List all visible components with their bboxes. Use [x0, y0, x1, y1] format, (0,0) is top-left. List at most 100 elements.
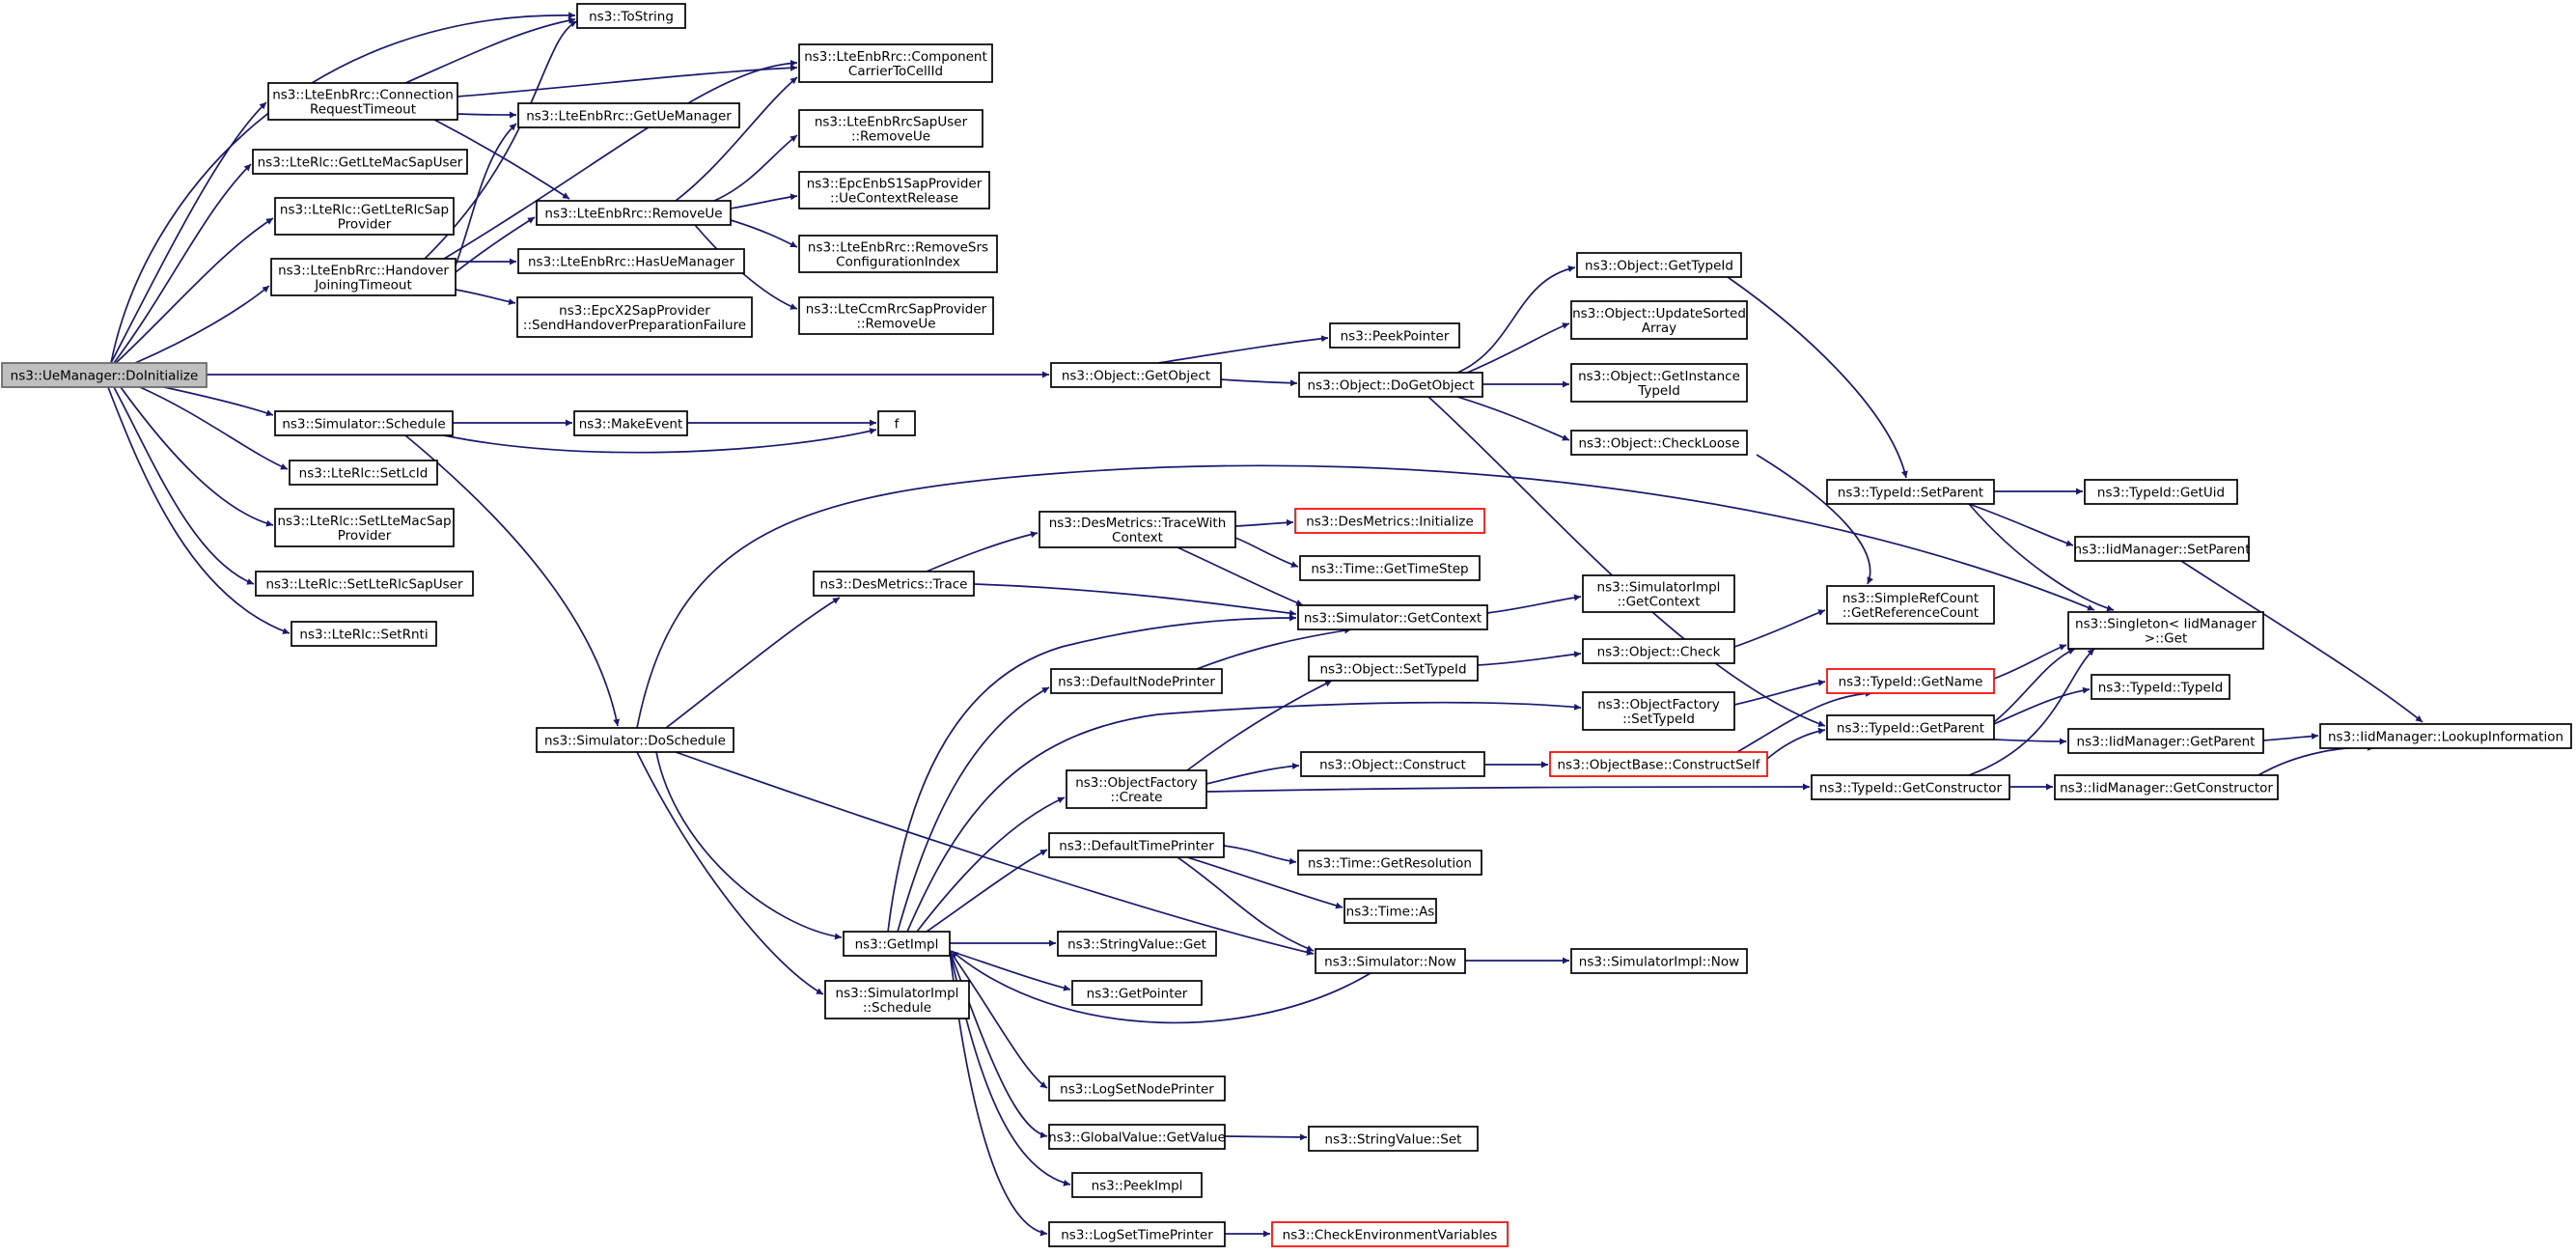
graph-node[interactable]: ns3::IidManager::LookupInformation	[2319, 723, 2572, 749]
node-box[interactable]	[267, 82, 458, 121]
node-box[interactable]	[877, 410, 916, 436]
graph-node[interactable]: ns3::LogSetTimePrinter	[1048, 1221, 1226, 1247]
graph-node[interactable]: ns3::ObjectFactory::SetTypeId	[1582, 691, 1735, 731]
node-box[interactable]	[252, 149, 468, 175]
graph-node[interactable]: ns3::TypeId::SetParent	[1826, 479, 1995, 505]
graph-node[interactable]: ns3::Simulator::Now	[1315, 948, 1466, 974]
node-box[interactable]	[813, 571, 975, 597]
node-box[interactable]	[1048, 1221, 1226, 1247]
graph-node[interactable]: ns3::Simulator::DoSchedule	[536, 727, 734, 753]
node-box[interactable]	[1297, 850, 1482, 876]
graph-node[interactable]: ns3::StringValue::Get	[1057, 931, 1217, 957]
node-box[interactable]	[2054, 774, 2279, 800]
node-box[interactable]	[1570, 300, 1748, 340]
node-box[interactable]	[517, 248, 745, 274]
node-box[interactable]	[1811, 774, 2010, 800]
node-box[interactable]	[274, 197, 455, 236]
node-box[interactable]	[1050, 362, 1222, 388]
node-box[interactable]	[255, 571, 474, 597]
graph-node[interactable]: ns3::UeManager::DoInitialize	[1, 362, 208, 388]
graph-node[interactable]: ns3::MakeEvent	[573, 410, 688, 436]
node-box[interactable]	[1066, 769, 1207, 809]
node-box[interactable]	[2091, 674, 2230, 700]
graph-node[interactable]: ns3::StringValue::Set	[1308, 1126, 1479, 1152]
graph-node[interactable]: ns3::TypeId::GetParent	[1826, 714, 1995, 740]
node-box[interactable]	[2067, 611, 2264, 650]
node-box[interactable]	[1826, 668, 1995, 694]
node-box[interactable]	[536, 200, 732, 226]
node-box[interactable]	[289, 460, 438, 486]
node-box[interactable]	[1048, 1075, 1226, 1102]
node-box[interactable]	[291, 621, 437, 647]
node-box[interactable]	[274, 508, 455, 547]
graph-node[interactable]: ns3::GetImpl	[843, 931, 951, 957]
node-box[interactable]	[1582, 691, 1735, 731]
node-box[interactable]	[1582, 638, 1735, 664]
node-box[interactable]	[1308, 1126, 1479, 1152]
node-box[interactable]	[1271, 1221, 1509, 1247]
node-box[interactable]	[1826, 479, 1995, 505]
graph-node[interactable]: ns3::DesMetrics::Initialize	[1294, 508, 1485, 534]
graph-node[interactable]: ns3::DefaultTimePrinter	[1048, 832, 1225, 858]
node-box[interactable]	[2084, 479, 2238, 505]
graph-node[interactable]: ns3::SimpleRefCount::GetReferenceCount	[1826, 585, 1995, 625]
graph-node[interactable]: ns3::LteEnbRrc::RemoveSrsConfigurationIn…	[798, 235, 998, 273]
graph-node[interactable]: ns3::Singleton< IidManager>::Get	[2067, 611, 2264, 650]
node-box[interactable]	[1294, 508, 1485, 534]
graph-node[interactable]: ns3::LteRlc::SetLcId	[289, 460, 438, 486]
graph-node[interactable]: ns3::SimulatorImpl::Now	[1570, 948, 1748, 974]
node-box[interactable]	[274, 410, 454, 436]
graph-node[interactable]: ns3::IidManager::GetParent	[2067, 728, 2264, 754]
node-box[interactable]	[1297, 604, 1488, 630]
node-box[interactable]	[516, 296, 753, 338]
graph-node[interactable]: ns3::Object::Construct	[1300, 751, 1485, 777]
graph-node[interactable]: ns3::Time::As	[1343, 898, 1437, 924]
node-box[interactable]	[1826, 714, 1995, 740]
graph-node[interactable]: ns3::LteEnbRrcSapUser::RemoveUe	[798, 109, 983, 148]
node-box[interactable]	[1308, 656, 1479, 682]
node-box[interactable]	[798, 43, 993, 83]
node-box[interactable]	[1582, 574, 1735, 613]
node-box[interactable]	[1048, 832, 1225, 858]
graph-node[interactable]: ns3::IidManager::SetParent	[2074, 536, 2251, 562]
graph-node[interactable]: ns3::TypeId::GetConstructor	[1811, 774, 2010, 800]
node-box[interactable]	[1826, 585, 1995, 625]
graph-node[interactable]: ns3::LteRlc::GetLteMacSapUser	[252, 149, 468, 175]
graph-node[interactable]: ns3::Time::GetTimeStep	[1299, 555, 1481, 581]
graph-node[interactable]: ns3::TypeId::GetName	[1826, 668, 1995, 694]
node-box[interactable]	[1570, 363, 1748, 403]
graph-node[interactable]: ns3::ObjectFactory::Create	[1066, 769, 1207, 809]
node-box[interactable]	[1050, 668, 1223, 694]
graph-node[interactable]: ns3::Object::GetObject	[1050, 362, 1222, 388]
graph-node[interactable]: ns3::Object::GetTypeId	[1576, 252, 1742, 278]
node-box[interactable]	[1048, 1124, 1226, 1150]
graph-node[interactable]: ns3::TypeId::GetUid	[2084, 479, 2238, 505]
graph-node[interactable]: ns3::LteEnbRrc::GetUeManager	[517, 102, 740, 128]
graph-node[interactable]: ns3::LteEnbRrc::RemoveUe	[536, 200, 732, 226]
graph-node[interactable]: ns3::Object::Check	[1582, 638, 1735, 664]
node-box[interactable]	[1071, 980, 1203, 1006]
node-box[interactable]	[1057, 931, 1217, 957]
graph-node[interactable]: ns3::LteRlc::SetRnti	[291, 621, 437, 647]
graph-node[interactable]: ns3::SimulatorImpl::Schedule	[824, 980, 970, 1019]
graph-node[interactable]: ns3::GlobalValue::GetValue	[1048, 1124, 1226, 1150]
graph-node[interactable]: ns3::SimulatorImpl::GetContext	[1582, 574, 1735, 613]
node-box[interactable]	[798, 235, 998, 273]
graph-node[interactable]: ns3::LteEnbRrc::HasUeManager	[517, 248, 745, 274]
node-box[interactable]	[270, 258, 457, 296]
graph-node[interactable]: ns3::ToString	[576, 3, 686, 29]
graph-node[interactable]: ns3::LteRlc::SetLteRlcSapUser	[255, 571, 474, 597]
node-box[interactable]	[798, 296, 994, 335]
node-box[interactable]	[1, 362, 208, 388]
node-box[interactable]	[1329, 322, 1460, 349]
graph-node[interactable]: ns3::ObjectBase::ConstructSelf	[1549, 751, 1768, 777]
node-box[interactable]	[824, 980, 970, 1019]
